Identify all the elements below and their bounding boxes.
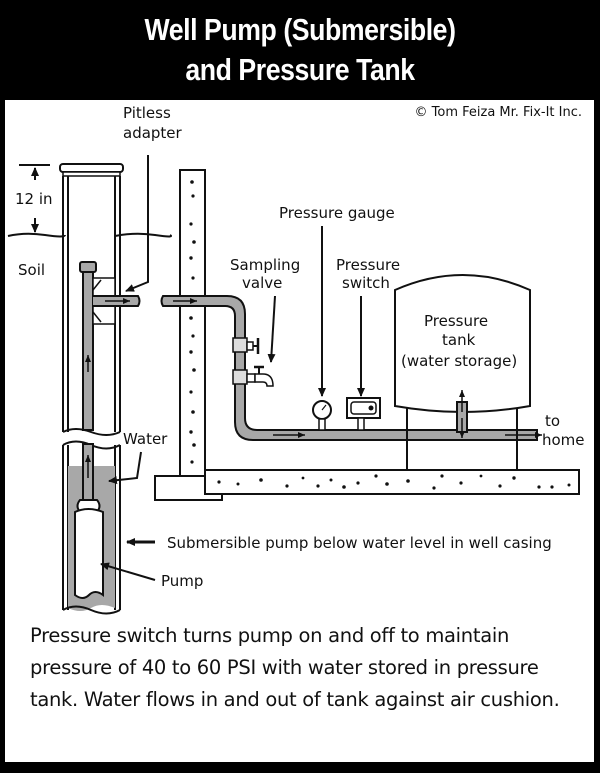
pressure-switch-label-line2: switch	[342, 274, 390, 292]
floor-slab	[204, 469, 580, 495]
tank-label-line1: Pressure	[424, 312, 488, 330]
ground-line	[7, 232, 66, 238]
pressure-gauge-label: Pressure gauge	[279, 204, 395, 222]
pressure-switch-label-line1: Pressure	[336, 256, 400, 274]
well-diagram: 12 in Soil	[7, 104, 585, 615]
house-pipe	[160, 295, 542, 441]
pressure-switch-icon	[346, 397, 381, 431]
soil-label: Soil	[18, 261, 45, 279]
sampling-valve-pointer	[267, 295, 276, 363]
tank-label-line2: tank	[442, 331, 476, 349]
water-pointer	[108, 451, 142, 485]
well-casing-lower	[62, 440, 121, 615]
riser-pipe-upper	[79, 261, 141, 431]
submersible-note: Submersible pump below water level in we…	[167, 534, 552, 552]
pump-label: Pump	[161, 572, 203, 590]
pitless-adapter-label-line1: Pitless	[123, 104, 171, 122]
title-line-1: Well Pump (Submersible)	[144, 12, 456, 47]
depth-label: 12 in	[15, 190, 53, 208]
depth-dimension: 12 in	[15, 164, 53, 233]
diagram-panel: © Tom Feiza Mr. Fix-It Inc. 12 in Soi	[5, 100, 594, 762]
to-home-label-line1: to	[545, 412, 560, 430]
title-line-2: and Pressure Tank	[185, 52, 415, 87]
title-header: Well Pump (Submersible) and Pressure Tan…	[0, 0, 600, 100]
foundation-wall	[154, 169, 223, 501]
pitless-adapter-pointer	[125, 155, 149, 292]
pressure-gauge-icon	[312, 400, 332, 431]
sampling-valve-icon	[246, 365, 274, 387]
to-home-label-line2: home	[542, 431, 585, 449]
pressure-tank	[394, 274, 531, 470]
water-label: Water	[123, 430, 168, 448]
caption: Pressure switch turns pump on and off to…	[30, 624, 560, 711]
sampling-valve-label-line1: Sampling	[230, 256, 300, 274]
sampling-valve-label-line2: valve	[242, 274, 282, 292]
shutoff-valve-icon	[246, 338, 260, 354]
ground-line	[114, 232, 172, 238]
tank-label-line3: (water storage)	[401, 352, 517, 370]
pump-pointer	[100, 562, 156, 581]
pitless-adapter-label-line2: adapter	[123, 124, 183, 142]
copyright: © Tom Feiza Mr. Fix-It Inc.	[414, 105, 583, 120]
